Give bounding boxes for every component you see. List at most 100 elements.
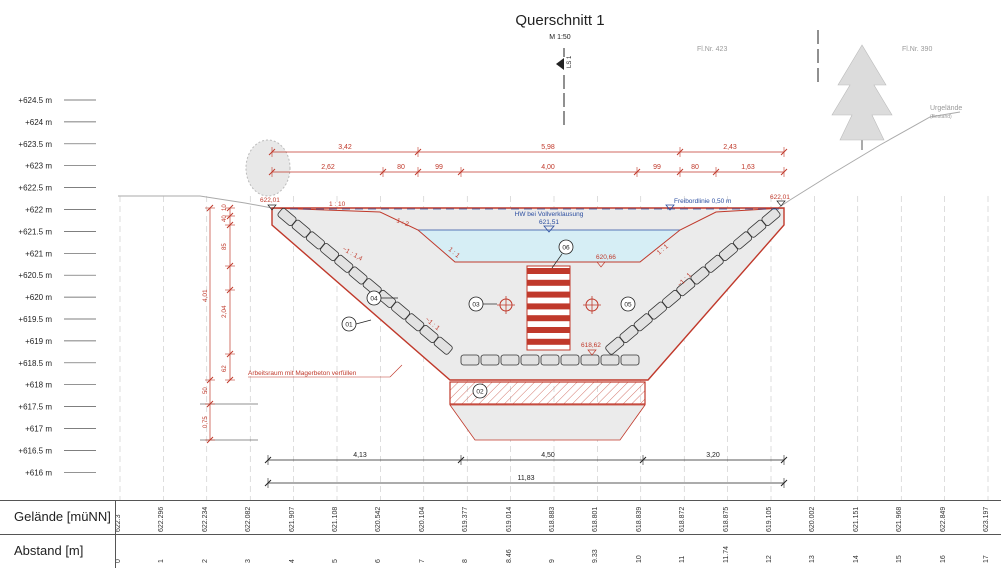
- elevation-label: +622 m: [25, 206, 52, 215]
- water-area: [418, 230, 680, 262]
- table-cell-gelaende: 618.872: [679, 506, 687, 532]
- callout-03: 03: [468, 296, 497, 312]
- wall-stripe: [527, 291, 570, 298]
- table-cell-gelaende: 622.296: [158, 506, 166, 532]
- top-dim-3: 2,43: [723, 144, 737, 151]
- left-dim-075: 0,75: [203, 416, 209, 428]
- callout-05: 05: [620, 296, 636, 312]
- row-label-abstand: Abstand [m]: [14, 543, 84, 558]
- table-cell-gelaende: 620.002: [809, 506, 817, 532]
- riprap-stone: [520, 354, 540, 366]
- callout-01: 01: [341, 316, 372, 332]
- shrub-icon: [245, 139, 291, 197]
- table-cell-abstand: 11: [679, 555, 687, 563]
- table-cell-gelaende: 621.968: [896, 506, 904, 532]
- table-cell-abstand: 0: [115, 559, 122, 563]
- left-dim-401: 4,01: [202, 289, 209, 302]
- elevation-label: +623 m: [25, 162, 52, 171]
- elevation-label: +616 m: [25, 468, 52, 477]
- wall-stripe: [527, 327, 570, 333]
- top-dim-7: 4,00: [541, 164, 555, 171]
- concrete-base-slab: [449, 381, 646, 405]
- svg-text:03: 03: [472, 302, 480, 309]
- elevation-label: +619.5 m: [18, 315, 52, 324]
- bottom-dim-4: 11,83: [518, 475, 535, 482]
- table-cell-abstand: 9.33: [592, 549, 600, 563]
- foundation-gravel: [449, 404, 646, 441]
- elevation-label: +618.5 m: [18, 359, 52, 368]
- water-level-marker: [543, 225, 555, 233]
- top-dim-5: 80: [397, 164, 405, 171]
- table-cell-abstand: 17: [983, 555, 990, 563]
- drawing-scale: M 1:50: [549, 34, 571, 41]
- riprap-stone: [500, 354, 520, 366]
- top-dimensions: 3,42 5,98 2,43 2,62 80 99 4,00 99 80 1,6…: [268, 144, 788, 177]
- bottom-dim-1: 4,13: [353, 452, 367, 459]
- elevation-label: +620 m: [25, 293, 52, 302]
- table-cell-gelaende: 623.197: [983, 506, 990, 532]
- top-dim-2: 5,98: [541, 144, 555, 151]
- table-cell-abstand: 12: [766, 555, 773, 563]
- left-dim-10: 10: [222, 204, 228, 211]
- water-level-label: HW bei Vollverklausung: [515, 211, 584, 218]
- table-cell-gelaende: 620.104: [418, 506, 426, 532]
- table-divider: [115, 501, 116, 568]
- left-dim-85: 85: [222, 243, 228, 250]
- left-dim-204: 2,04: [221, 305, 228, 318]
- table-cell-gelaende: 618.801: [592, 506, 600, 532]
- table-cell-abstand: 8: [462, 559, 470, 563]
- slope-top-left: 1 : 10: [329, 201, 346, 208]
- wall-stripe: [527, 303, 570, 310]
- level-wall-top: 620,66: [596, 254, 616, 261]
- riprap-stone: [580, 354, 600, 366]
- riprap-stone: [540, 354, 560, 366]
- anchor-marker-left: [497, 296, 515, 314]
- elevation-label: +624 m: [25, 118, 52, 127]
- riprap-stone: [480, 354, 500, 366]
- table-cell-abstand: 7: [418, 559, 426, 563]
- table-cell-gelaende: 620.542: [375, 506, 383, 532]
- elevation-label: +616.5 m: [18, 446, 52, 455]
- table-cell-abstand: 11.74: [722, 546, 730, 563]
- table-cell-abstand: 3: [245, 559, 253, 563]
- left-dim-50: 50: [203, 387, 209, 394]
- elevation-label: +622.5 m: [18, 184, 52, 193]
- left-dim-62: 62: [222, 365, 228, 372]
- bottom-dim-2: 4,50: [541, 452, 555, 459]
- table-cell-gelaende: 619.377: [462, 506, 470, 532]
- top-dim-4: 2,62: [321, 164, 335, 171]
- top-dim-8: 99: [653, 164, 661, 171]
- bottom-dim-3: 3,20: [706, 452, 720, 459]
- table-cell-abstand: 13: [809, 555, 817, 563]
- freeboard-label: Freibordlinie 0,50 m: [674, 198, 731, 205]
- elevation-label: +624.5 m: [18, 96, 52, 105]
- water-level-value: 621,51: [539, 219, 559, 226]
- elevation-label: +623.5 m: [18, 140, 52, 149]
- riprap-stone: [560, 354, 580, 366]
- level-marker-bed: [587, 349, 597, 356]
- table-cell-abstand: 6: [375, 559, 383, 563]
- riprap-stones-right: [605, 208, 781, 355]
- riprap-stone: [600, 354, 620, 366]
- drawing-title: Querschnitt 1: [515, 12, 604, 29]
- fill-note-leader: [389, 364, 403, 378]
- table-cell-abstand: 16: [939, 555, 947, 563]
- wall-stripe: [527, 338, 570, 345]
- callout-02: 02: [472, 383, 488, 399]
- freeboard-marker: [665, 204, 675, 211]
- level-marker-wall: [596, 261, 606, 268]
- svg-text:02: 02: [476, 389, 484, 396]
- table-cell-gelaende: 622.849: [939, 506, 947, 532]
- callout-06: 06: [551, 239, 574, 269]
- top-dim-10: 1,63: [741, 164, 755, 171]
- table-cell-gelaende: 621.108: [332, 506, 339, 532]
- tree-icon: [831, 44, 893, 150]
- slope-inner-left: 1 : 2: [395, 217, 410, 228]
- table-cell-gelaende: 621.151: [852, 506, 860, 532]
- svg-text:06: 06: [562, 245, 570, 252]
- table-cell-abstand: 14: [852, 555, 860, 563]
- svg-text:04: 04: [370, 296, 378, 303]
- riprap-stone: [460, 354, 480, 366]
- elevation-label: +621 m: [25, 249, 52, 258]
